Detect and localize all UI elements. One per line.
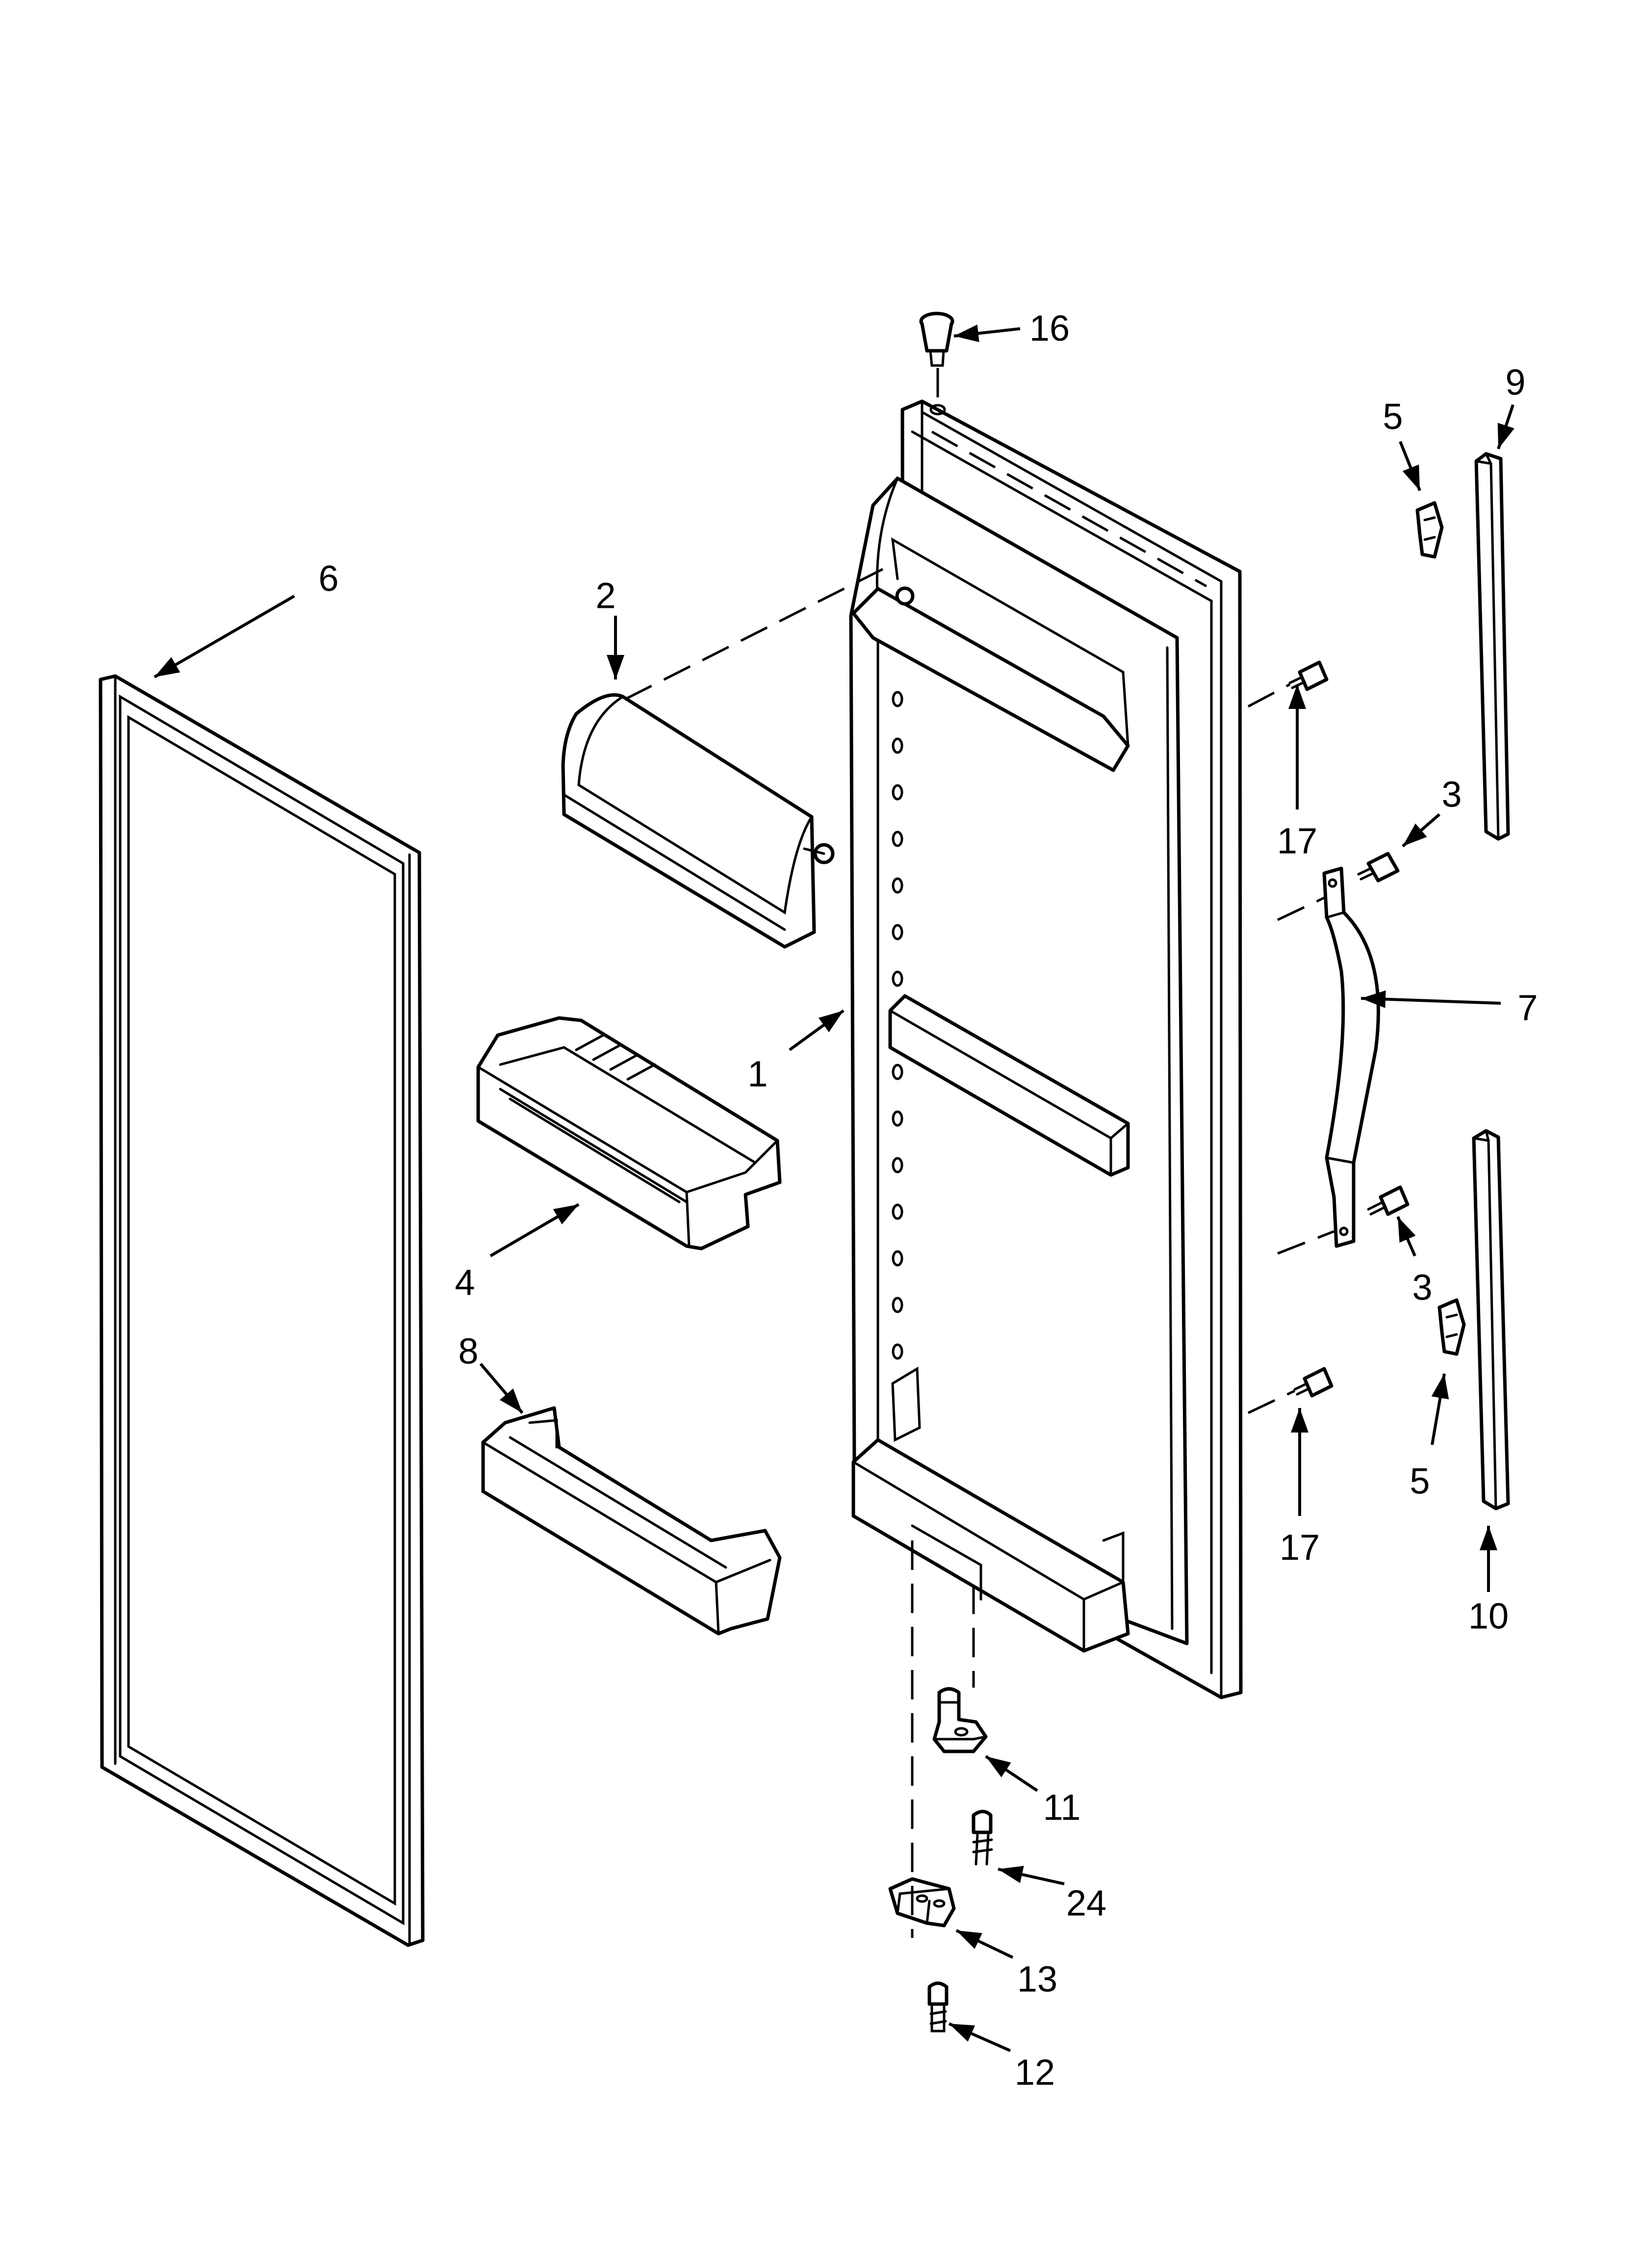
upper-trim-strip-part: [1474, 452, 1510, 841]
hinge-bushing-part: [919, 312, 954, 416]
callout-arrowhead-c6: [154, 657, 180, 677]
callout-label-c11: 11: [1043, 1787, 1081, 1828]
callout-arrowhead-c24: [998, 1866, 1024, 1883]
callout-label-c12: 12: [1015, 2052, 1055, 2093]
dairy-door-part: [561, 693, 835, 949]
callout-arrowhead-c17a: [1288, 684, 1306, 709]
callout-arrowhead-c12: [949, 2024, 975, 2042]
callout-label-c9: 9: [1505, 362, 1525, 403]
callout-label-c24: 24: [1066, 1883, 1106, 1924]
callout-arrowhead-c10: [1480, 1526, 1497, 1550]
assembly-lines: [624, 563, 975, 1938]
callout-arrowhead-c3a: [1403, 823, 1427, 846]
lower-trim-strip-part: [1472, 1129, 1510, 1511]
callout-arrowhead-c8: [499, 1388, 522, 1413]
callout-label-c3b: 3: [1412, 1267, 1432, 1308]
callout-arrowhead-c2: [607, 655, 624, 679]
callout-arrowhead-c9: [1497, 422, 1514, 449]
callout-label-c17b: 17: [1280, 1527, 1320, 1568]
callout-arrowhead-c1: [818, 1011, 844, 1032]
callout-label-c7: 7: [1517, 988, 1538, 1028]
callout-arrowhead-c5b: [1431, 1374, 1449, 1400]
shelf-adjustment-holes: [892, 691, 903, 1360]
callout-arrowhead-c7: [1361, 990, 1386, 1008]
callout-arrowhead-c3b: [1398, 1217, 1416, 1243]
callout-arrowhead-c13: [956, 1930, 982, 1949]
door-shelf-part: [481, 1406, 782, 1636]
hinge-bracket-part: [888, 1877, 956, 1928]
callout-label-c2: 2: [595, 575, 616, 616]
callout-label-c3a: 3: [1441, 774, 1462, 815]
callout-arrowhead-c17b: [1291, 1408, 1308, 1433]
callout-arrowhead-c11: [986, 1756, 1011, 1777]
callout-line-c6: [154, 595, 295, 678]
callout-label-c5b: 5: [1410, 1461, 1430, 1502]
callout-label-c13: 13: [1017, 1959, 1057, 2000]
callout-label-c5a: 5: [1383, 396, 1403, 437]
door-bin-part: [476, 1016, 782, 1251]
trim-clip-part: [1415, 501, 1466, 1356]
hinge-screw-part: [972, 1810, 993, 1866]
callout-label-c4: 4: [455, 1262, 475, 1303]
callout-label-c8: 8: [458, 1331, 478, 1372]
door-gasket-part: [99, 674, 425, 1947]
callout-label-c1: 1: [747, 1054, 768, 1095]
callout-arrowhead-c5a: [1402, 464, 1420, 491]
callout-arrowhead-c16: [954, 324, 979, 342]
callout-label-c10: 10: [1468, 1596, 1509, 1637]
handle-screw-part: [1357, 852, 1410, 1216]
door-handle-part: [1277, 866, 1380, 1255]
callout-arrowhead-c4: [553, 1204, 579, 1225]
callout-label-c16: 16: [1029, 308, 1070, 349]
bracket-screw-part: [927, 1981, 949, 2033]
door-liner-part: [849, 399, 1243, 1699]
bottom-hinge-part: [932, 1687, 988, 1753]
callout-label-c17a: 17: [1277, 821, 1317, 861]
door-screw-part: [1247, 660, 1334, 1414]
callout-label-c6: 6: [318, 558, 338, 599]
